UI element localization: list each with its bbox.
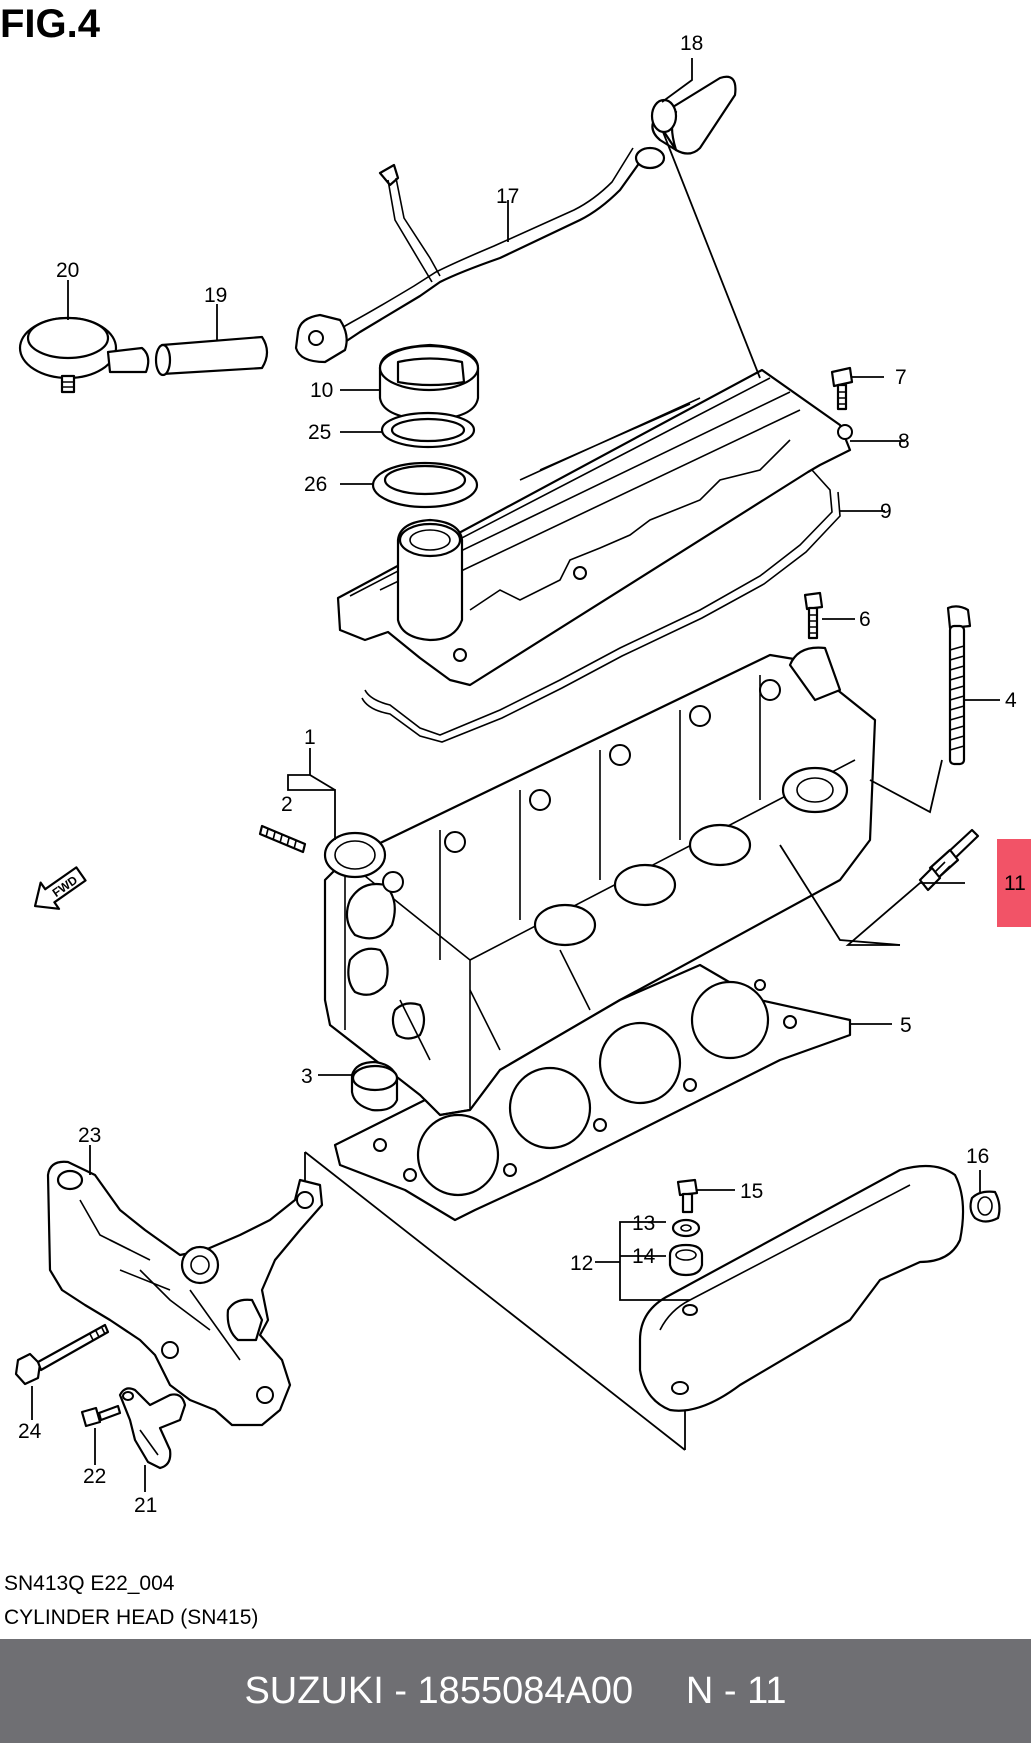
callout-17: 17 bbox=[496, 185, 519, 208]
callout-11: 11 bbox=[1004, 872, 1026, 895]
figure-title: FIG.4 bbox=[0, 2, 101, 46]
part-7-bolt bbox=[830, 366, 854, 411]
part-21-sensor bbox=[118, 1387, 187, 1470]
part-16-plug bbox=[969, 1190, 1001, 1223]
part-4-head-bolt bbox=[946, 605, 972, 766]
footer-part-number: SUZUKI - 1855084A00 N - 11 bbox=[244, 1669, 787, 1712]
callout-16: 16 bbox=[966, 1145, 989, 1168]
callout-8: 8 bbox=[898, 430, 910, 453]
callout-20: 20 bbox=[56, 259, 79, 282]
exploded-parts-diagram: FWD 18 bbox=[14, 32, 1031, 1517]
part-19-hose bbox=[154, 335, 269, 377]
callout-9: 9 bbox=[880, 500, 892, 523]
part-14-grommet bbox=[668, 1243, 704, 1277]
callout-2: 2 bbox=[281, 793, 293, 816]
callout-14: 14 bbox=[632, 1245, 656, 1268]
part-6-bolt bbox=[803, 591, 824, 640]
callout-22: 22 bbox=[83, 1465, 106, 1488]
callout-19: 19 bbox=[204, 284, 227, 307]
callout-12: 12 bbox=[570, 1252, 593, 1275]
callout-7: 7 bbox=[895, 366, 907, 389]
callout-26: 26 bbox=[304, 473, 327, 496]
callout-23: 23 bbox=[78, 1124, 101, 1147]
figure-code: SN413Q E22_004 bbox=[4, 1572, 175, 1595]
callout-13: 13 bbox=[632, 1212, 655, 1235]
leader-lines bbox=[31, 58, 1000, 1492]
callouts: 18 17 20 19 10 25 26 7 8 9 6 4 1 2 11 5 … bbox=[18, 32, 1026, 1517]
part-13-washer bbox=[671, 1218, 701, 1238]
part-20-breather-valve bbox=[18, 316, 150, 394]
part-24-long-bolt bbox=[14, 1323, 110, 1386]
callout-21: 21 bbox=[134, 1494, 157, 1517]
part-17-breather-pipe bbox=[294, 146, 666, 364]
part-1-cylinder-head bbox=[323, 646, 877, 1117]
callout-15: 15 bbox=[740, 1180, 763, 1203]
part-10-oil-cap bbox=[378, 343, 480, 422]
part-25-o-ring bbox=[380, 411, 476, 449]
highlight-box-11 bbox=[997, 839, 1031, 927]
part-8-head-cover bbox=[336, 368, 853, 687]
callout-10: 10 bbox=[310, 379, 333, 402]
part-18-hose bbox=[650, 75, 737, 155]
part-2-stud bbox=[258, 824, 307, 854]
footer-bar: SUZUKI - 1855084A00 N - 11 bbox=[0, 1639, 1031, 1743]
callout-24: 24 bbox=[18, 1420, 42, 1443]
callout-3: 3 bbox=[301, 1065, 313, 1088]
callout-6: 6 bbox=[859, 608, 871, 631]
part-9-cover-gasket bbox=[361, 469, 841, 743]
callout-18: 18 bbox=[680, 32, 703, 55]
part-23-bracket bbox=[46, 1160, 324, 1427]
fwd-arrow-icon: FWD bbox=[33, 866, 87, 910]
callout-4: 4 bbox=[1005, 689, 1017, 712]
figure-caption: CYLINDER HEAD (SN415) bbox=[4, 1606, 259, 1629]
part-3-seal bbox=[350, 1060, 399, 1112]
callout-25: 25 bbox=[308, 421, 331, 444]
part-5-head-gasket bbox=[333, 963, 852, 1222]
part-11-glow-plug bbox=[918, 828, 980, 892]
part-26-seal bbox=[371, 461, 479, 509]
callout-1: 1 bbox=[304, 726, 316, 749]
part-15-bolt bbox=[676, 1178, 699, 1214]
callout-5: 5 bbox=[900, 1014, 912, 1037]
part-22-bolt bbox=[80, 1404, 122, 1428]
